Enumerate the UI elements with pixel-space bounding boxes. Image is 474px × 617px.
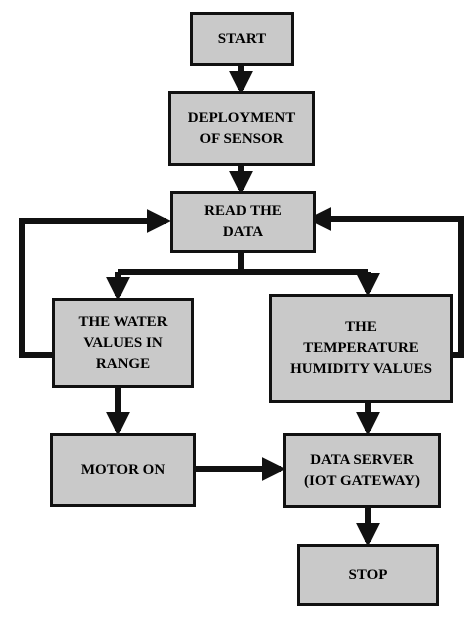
water-values-in-range-node: THE WATER VALUES IN RANGE bbox=[52, 298, 194, 388]
arrow-temperature-loop-to-read bbox=[307, 207, 464, 358]
stop-node: STOP bbox=[297, 544, 439, 606]
read-the-data-node: READ THE DATA bbox=[170, 191, 316, 253]
arrow-water-loop-to-read bbox=[19, 209, 171, 358]
deployment-of-sensor-node: DEPLOYMENT OF SENSOR bbox=[168, 91, 315, 166]
start-node: START bbox=[190, 12, 294, 66]
data-server-iot-gateway-node: DATA SERVER (IOT GATEWAY) bbox=[283, 433, 441, 508]
temperature-humidity-values-node: THE TEMPERATURE HUMIDITY VALUES bbox=[269, 294, 453, 403]
motor-on-node: MOTOR ON bbox=[50, 433, 196, 507]
connector-read-split bbox=[118, 253, 368, 275]
